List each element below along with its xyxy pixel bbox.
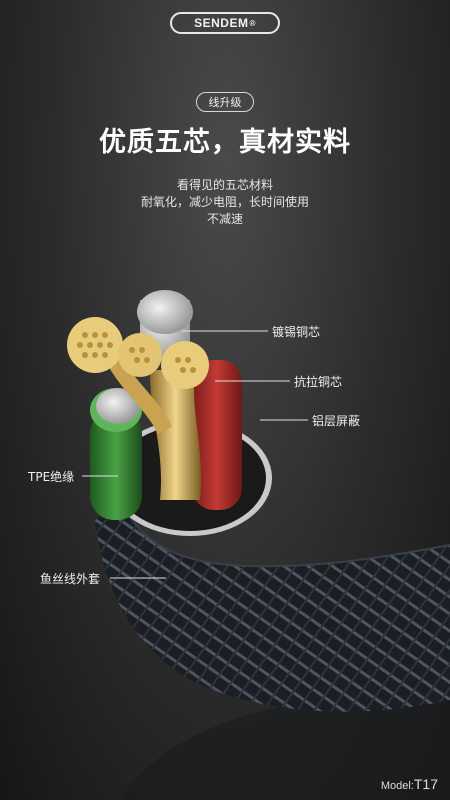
description-line-2: 耐氧化，减少电阻，长时间使用 (140, 195, 309, 209)
tinned-copper-core (137, 290, 193, 334)
brand-name: SENDEM (194, 16, 249, 30)
green-wire (90, 410, 142, 520)
callout-tensile-copper: 抗拉铜芯 (294, 375, 343, 389)
callout-tinned-copper: 镀锡铜芯 (272, 325, 321, 339)
description-line-1: 看得见的五芯材料 (176, 178, 273, 192)
green-wire-core (96, 388, 140, 424)
description-line-3: 不减速 (206, 212, 243, 226)
red-wire (192, 360, 242, 510)
cable-reflection (120, 690, 450, 800)
braided-jacket (95, 500, 450, 712)
copper-strands (150, 370, 202, 500)
model-number: Model:T17 (381, 776, 438, 792)
registered-mark: ® (249, 18, 256, 28)
model-value: T17 (413, 776, 438, 792)
callout-aluminum-shield: 铝层屏蔽 (312, 414, 361, 428)
callout-tpe-insulation: TPE绝缘 (28, 470, 75, 484)
headline: 优质五芯，真材实料 (99, 127, 351, 158)
brand-logo: SENDEM® (170, 12, 280, 34)
upgrade-badge: 线升级 (196, 92, 254, 112)
callout-braided-jacket: 鱼丝线外套 (40, 572, 101, 586)
model-label: Model: (380, 780, 414, 792)
copper-strand-ends (67, 317, 209, 389)
